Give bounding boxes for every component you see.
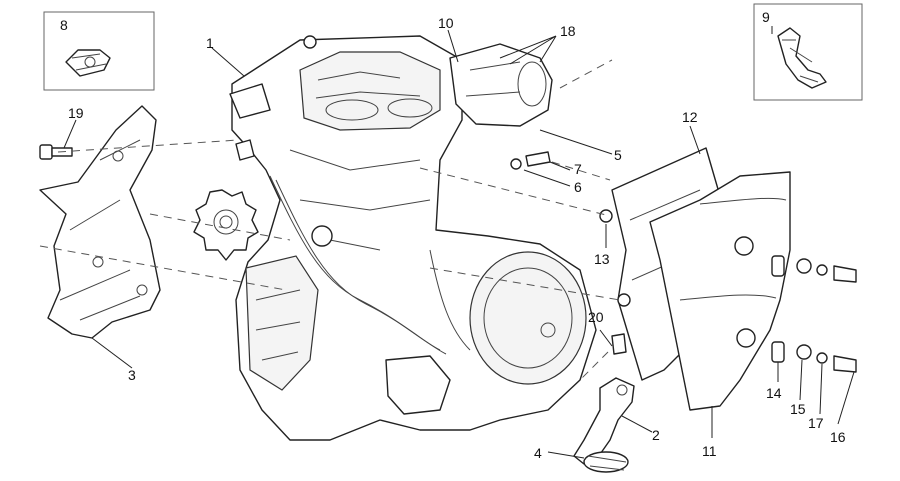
engine-block-part xyxy=(229,35,597,441)
callout-14: 14 xyxy=(766,385,782,401)
bolt-part-19 xyxy=(39,144,73,160)
callout-16: 16 xyxy=(830,429,846,445)
callout-6: 6 xyxy=(574,179,582,195)
inset-box-bracket xyxy=(753,3,863,101)
callout-18: 18 xyxy=(560,23,576,39)
callout-20: 20 xyxy=(588,309,604,325)
callout-10: 10 xyxy=(438,15,454,31)
callout-3: 3 xyxy=(128,367,136,383)
callout-1: 1 xyxy=(206,35,214,51)
callout-12: 12 xyxy=(682,109,698,125)
callout-labels: 1 2 3 4 5 6 7 8 9 10 11 12 13 14 15 16 1… xyxy=(60,9,846,461)
callout-13: 13 xyxy=(594,251,610,267)
intake-manifold-part xyxy=(449,43,553,127)
fastener-row-upper xyxy=(599,209,857,283)
leader-lines xyxy=(63,26,855,459)
alignment-lines xyxy=(39,59,621,381)
callout-7: 7 xyxy=(574,161,582,177)
fastener-row-lower xyxy=(611,293,857,373)
callout-5: 5 xyxy=(614,147,622,163)
sprocket-cover-part xyxy=(39,105,161,339)
callout-8: 8 xyxy=(60,17,68,33)
callout-15: 15 xyxy=(790,401,806,417)
screw-part-7 xyxy=(510,151,551,170)
callout-17: 17 xyxy=(808,415,824,431)
callout-11: 11 xyxy=(702,443,717,459)
callout-9: 9 xyxy=(762,9,770,25)
sprocket-part xyxy=(193,189,259,261)
callout-4: 4 xyxy=(534,445,542,461)
inset-box-clip xyxy=(43,11,155,91)
shift-lever-part xyxy=(573,377,635,473)
callout-2: 2 xyxy=(652,427,660,443)
callout-19: 19 xyxy=(68,105,84,121)
side-cover-part xyxy=(649,171,791,411)
